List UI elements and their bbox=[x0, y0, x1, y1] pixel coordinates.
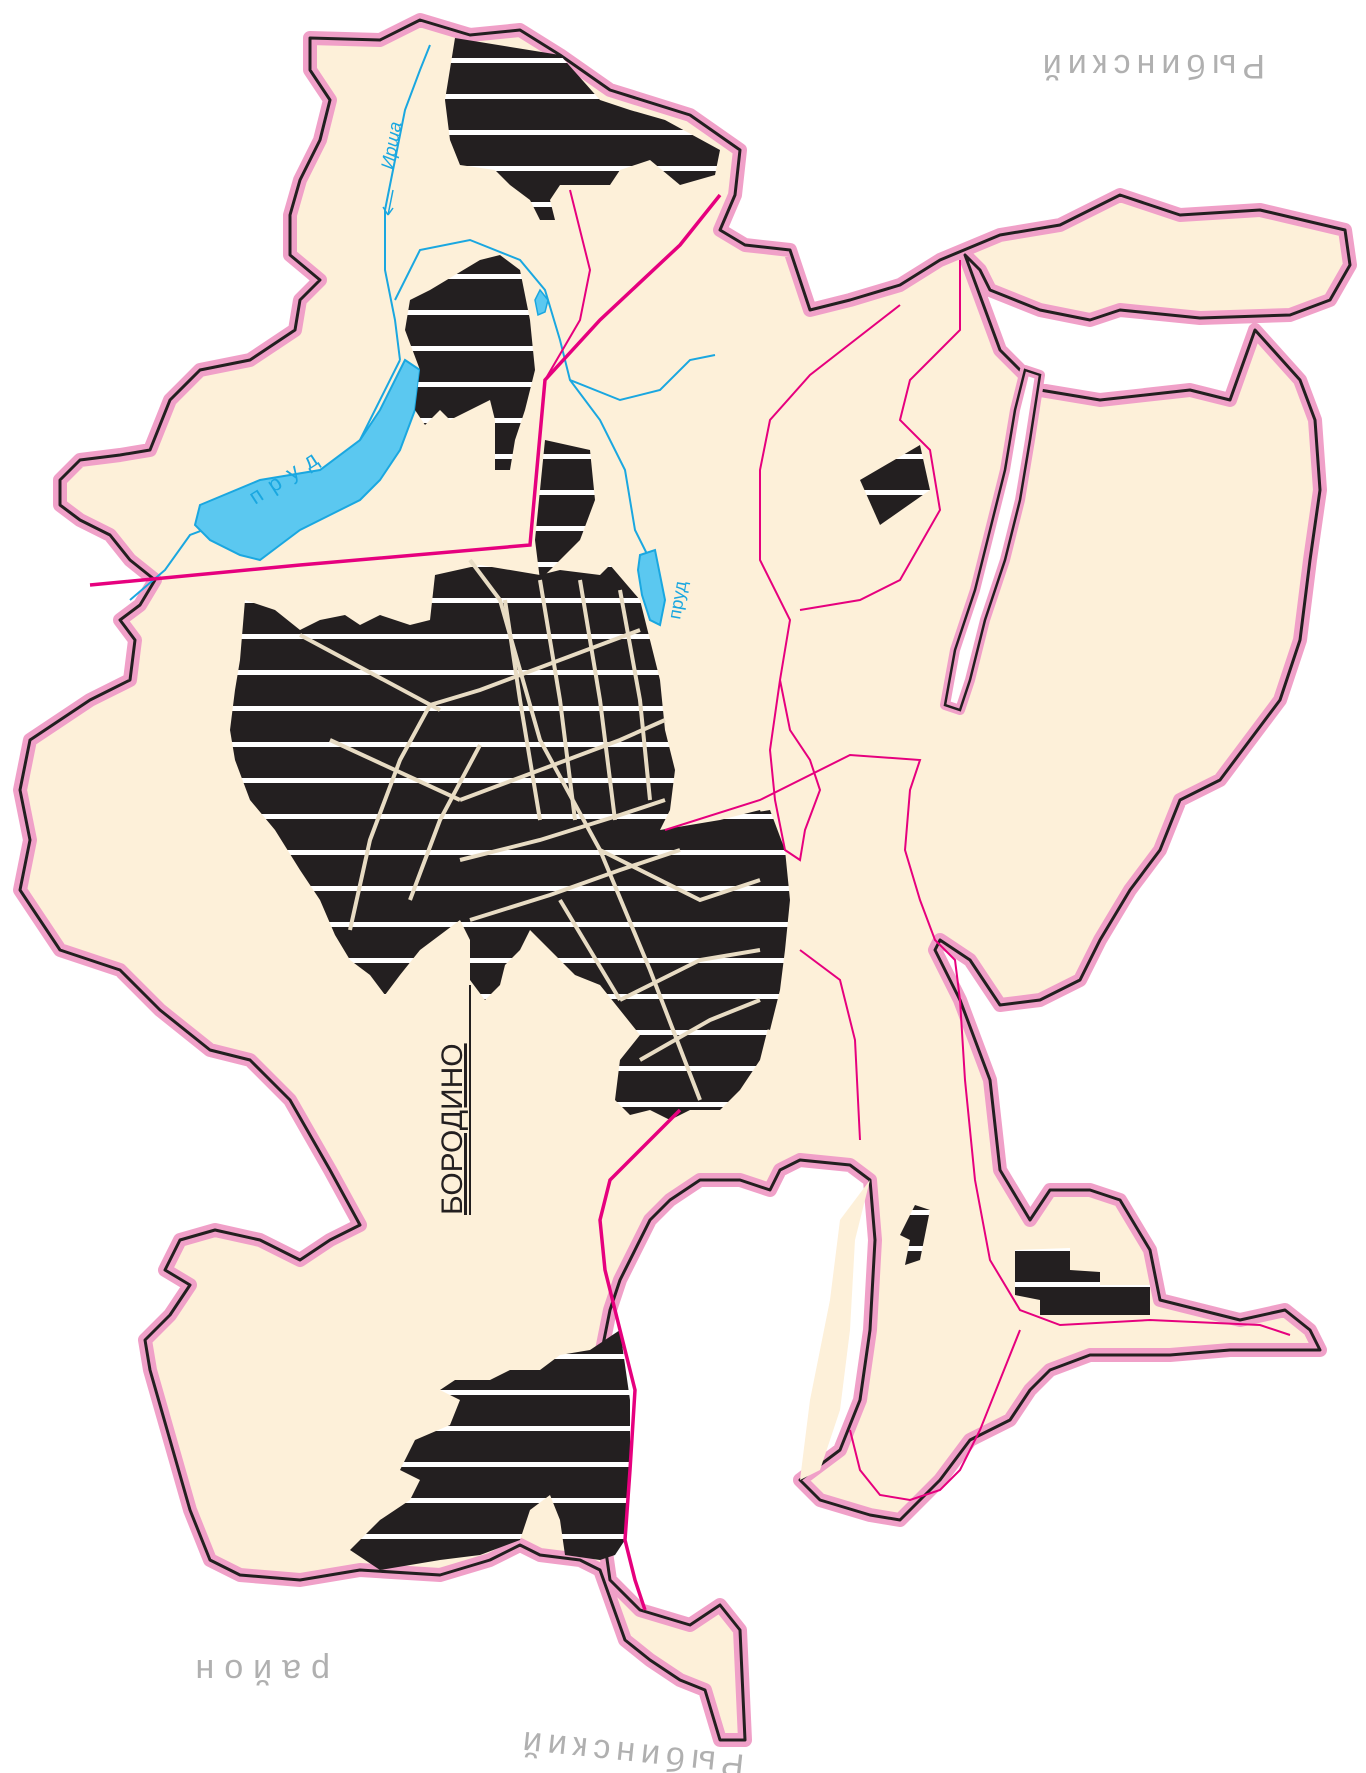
water bbox=[129, 44, 716, 627]
built-up-southeast-block bbox=[1015, 1248, 1150, 1315]
river-irsha bbox=[384, 44, 431, 361]
territory-boundary-inner-line bbox=[18, 18, 1352, 1742]
built-up-north bbox=[445, 38, 720, 220]
road-east-inner bbox=[799, 260, 961, 611]
district-label-top: Рыбинский bbox=[1037, 47, 1265, 85]
pond-small-north bbox=[534, 288, 549, 317]
pond-east bbox=[636, 548, 667, 627]
built-up-east-small bbox=[860, 445, 930, 525]
road-south-main bbox=[598, 1108, 682, 1611]
built-up-east-block bbox=[735, 810, 790, 1030]
road-north-branch bbox=[544, 189, 592, 381]
road-south-loop bbox=[849, 1329, 1021, 1502]
built-up-areas bbox=[230, 38, 1150, 1570]
built-up-central-north bbox=[405, 255, 535, 470]
built-up-south bbox=[350, 1330, 630, 1570]
built-up-north-stem bbox=[535, 440, 595, 580]
town-streets bbox=[299, 558, 761, 1101]
stream-east bbox=[394, 238, 651, 561]
district-label-bottom-left: район bbox=[186, 1652, 331, 1690]
built-up-main-town bbox=[230, 565, 780, 1120]
river-flow-arrow-icon bbox=[382, 189, 394, 216]
roads bbox=[89, 189, 1291, 1611]
east-cutout-lake-line bbox=[943, 368, 1042, 712]
labels: Ирша пруд пруд БОРОДИНО Рыбинский район … bbox=[186, 47, 1266, 1773]
south-notch-cutout bbox=[800, 1180, 870, 1480]
built-up-southeast-small bbox=[900, 1205, 930, 1265]
stream-branch bbox=[569, 354, 716, 402]
city-label-borodino: БОРОДИНО bbox=[436, 1043, 469, 1215]
road-east-loop bbox=[759, 304, 901, 862]
road-south-east-branch bbox=[799, 949, 861, 1141]
road-central-east bbox=[664, 753, 1291, 1336]
pond-west bbox=[193, 358, 422, 562]
